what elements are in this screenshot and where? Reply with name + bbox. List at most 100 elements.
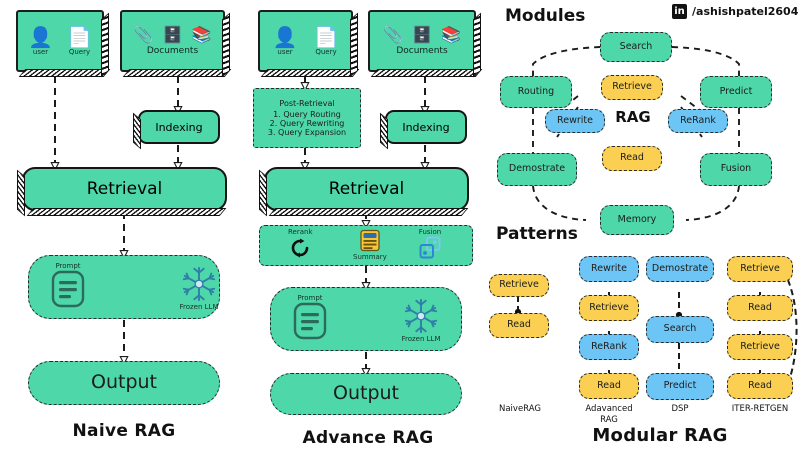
pattern-step-dsp-predict[interactable]: Predict	[646, 373, 714, 400]
document-query-icon: 📄	[67, 24, 92, 49]
module-label: Read	[620, 152, 644, 164]
user-icon-group: 👤 user	[28, 27, 53, 56]
module-label: Fusion	[720, 163, 752, 175]
module-label: Rewrite	[557, 114, 593, 126]
box-shadow-bottom	[268, 208, 469, 216]
prompt-label: Prompt	[297, 294, 323, 302]
pattern-step-dsp-search[interactable]: Search	[646, 316, 714, 343]
module-label: ReRank	[680, 114, 716, 126]
pattern-step-label: Predict	[663, 380, 697, 392]
naive-output-box: Output	[28, 361, 220, 405]
query-icon-group: 📄 Query	[67, 27, 92, 56]
fusion-nodes-icon	[419, 236, 441, 259]
modules-ring-connectors	[532, 46, 740, 221]
prompt-lines-icon	[293, 302, 327, 340]
pattern-name-naiverag: NaiveRAG	[498, 404, 541, 414]
summary-label: Summary	[353, 253, 387, 261]
rerank-label: Rerank	[288, 228, 313, 236]
pattern-step-naiverag-read[interactable]: Read	[489, 313, 549, 338]
post-retrieval-heading: Post-Retrieval	[279, 98, 335, 108]
refresh-cycle-icon	[291, 238, 309, 258]
output-label: Output	[91, 371, 157, 394]
pattern-step-label: Search	[663, 323, 697, 335]
naive-generation-box: Prompt	[28, 255, 220, 319]
card-shadow-bottom	[18, 69, 111, 77]
modular-rag-title: Modular RAG	[592, 425, 728, 446]
pattern-name-advanced-rag: Adavanced RAG	[585, 404, 633, 426]
snowflake-icon	[182, 266, 216, 302]
naive-user-query-card: 👤 user 📄 Query	[16, 10, 111, 78]
module-label: Retrieve	[612, 81, 652, 93]
module-label: Search	[619, 40, 653, 52]
linkedin-handle: /ashishpatel2604	[692, 5, 799, 18]
card-shadow-bottom	[260, 69, 360, 77]
module-label: Demostrate	[508, 163, 566, 175]
pattern-step-advanced-rerank[interactable]: ReRank	[579, 334, 639, 360]
pattern-step-dsp-demostrate[interactable]: Demostrate	[646, 256, 714, 282]
query-label: Query	[315, 47, 337, 56]
module-node-search[interactable]: Search	[600, 32, 672, 62]
naive-retrieval-box: Retrieval	[17, 167, 227, 217]
prompt-label: Prompt	[55, 262, 81, 270]
patterns-title: Patterns	[496, 224, 578, 244]
box-shadow-left	[380, 112, 388, 150]
books-icon: 📚	[440, 24, 461, 44]
indexing-label: Indexing	[155, 120, 203, 134]
query-label: Query	[68, 47, 91, 56]
pattern-step-label: Read	[507, 319, 531, 331]
pattern-step-iterretgen-read-2[interactable]: Read	[727, 373, 793, 399]
box-shadow-left	[133, 112, 141, 150]
card-shadow-right	[473, 12, 481, 78]
database-icon: 🗄️	[162, 24, 183, 44]
module-node-rerank[interactable]: ReRank	[668, 109, 728, 133]
post-retrieval-step: 3. Query Expansion	[267, 128, 347, 138]
frozen-llm-group: Frozen LLM	[401, 297, 441, 343]
pattern-step-iterretgen-read-1[interactable]: Read	[727, 295, 793, 321]
box-shadow-left	[259, 169, 267, 217]
module-node-routing[interactable]: Routing	[500, 76, 572, 108]
advance-indexing-box: Indexing	[380, 110, 467, 150]
output-label: Output	[333, 382, 399, 405]
user-label: user	[277, 47, 293, 56]
user-icon: 👤	[28, 24, 53, 49]
modules-title: Modules	[505, 6, 586, 26]
pattern-step-advanced-read[interactable]: Read	[579, 373, 639, 399]
linkedin-badge[interactable]: in /ashishpatel2604	[672, 4, 798, 19]
pattern-step-label: Retrieve	[740, 262, 780, 274]
pattern-step-advanced-retrieve[interactable]: Retrieve	[579, 295, 639, 321]
module-node-read[interactable]: Read	[602, 146, 662, 171]
pattern-step-iterretgen-retrieve-1[interactable]: Retrieve	[727, 256, 793, 282]
pattern-name-iter-retgen: ITER-RETGEN	[731, 404, 789, 414]
fusion-label: Fusion	[418, 228, 442, 236]
module-label: Memory	[617, 213, 657, 225]
card-shadow-bottom	[122, 69, 232, 77]
card-shadow-bottom	[370, 69, 483, 77]
module-node-memory[interactable]: Memory	[600, 205, 674, 235]
pattern-step-naiverag-retrieve[interactable]: Retrieve	[489, 274, 549, 297]
module-node-retrieve[interactable]: Retrieve	[601, 75, 663, 100]
query-icon-group: 📄 Query	[314, 27, 339, 56]
pattern-step-label: Read	[748, 379, 772, 391]
advance-documents-card: 📎 🗄️ 📚 Documents	[368, 10, 483, 78]
module-node-demostrate[interactable]: Demostrate	[497, 153, 577, 186]
box-shadow-left	[17, 169, 25, 217]
pattern-step-iterretgen-retrieve-2[interactable]: Retrieve	[727, 334, 793, 360]
module-node-rewrite[interactable]: Rewrite	[545, 109, 605, 133]
snowflake-icon	[404, 298, 438, 334]
module-node-fusion[interactable]: Fusion	[700, 153, 772, 186]
prompt-group: Prompt	[293, 294, 327, 340]
post-retrieval-box: Post-Retrieval 1. Query Routing 2. Query…	[253, 88, 361, 148]
pattern-step-label: Retrieve	[740, 340, 780, 352]
pattern-step-advanced-rewrite[interactable]: Rewrite	[579, 256, 639, 282]
naive-rag-title: Naive RAG	[72, 421, 176, 441]
advance-retrieval-box: Retrieval	[259, 167, 469, 217]
documents-label: Documents	[396, 45, 448, 56]
pattern-step-label: Retrieve	[589, 301, 629, 313]
user-label: user	[32, 47, 49, 56]
frozen-llm-label: Frozen LLM	[401, 335, 441, 343]
card-shadow-right	[350, 12, 358, 78]
database-icon: 🗄️	[412, 24, 432, 44]
module-node-predict[interactable]: Predict	[700, 76, 772, 108]
paperclip-icon: 📎	[383, 24, 404, 44]
advance-output-box: Output	[270, 373, 462, 415]
